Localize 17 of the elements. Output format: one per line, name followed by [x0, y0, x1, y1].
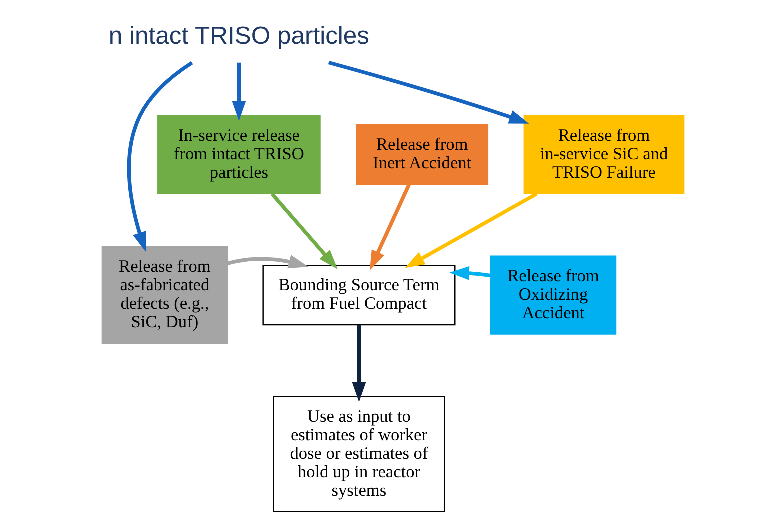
node-box: Release from as-fabricated defects (e.g., SiC, Duf): [101, 246, 228, 344]
node-box: Use as input to estimates of worker dose or estimates of hold up in reactor systems: [272, 396, 445, 512]
arrow: [352, 325, 366, 402]
node-box: In-service release from intact TRISO particles: [157, 115, 320, 194]
node-box: Release from Oxidizing Accident: [490, 256, 616, 335]
arrow: [270, 192, 338, 270]
arrow: [328, 60, 529, 124]
node-text: n intact TRISO particles: [108, 23, 370, 50]
arrow: [449, 266, 491, 280]
arrow: [126, 61, 193, 252]
arrow: [232, 62, 246, 122]
arrow: [226, 255, 308, 269]
node-box: Bounding Source Term from Fuel Compact: [262, 264, 456, 326]
node-box: Release from in-service SiC and TRISO Failure: [523, 115, 684, 194]
node-box: Release from Inert Accident: [356, 124, 488, 186]
arrow: [404, 192, 538, 268]
arrow: [369, 184, 410, 271]
